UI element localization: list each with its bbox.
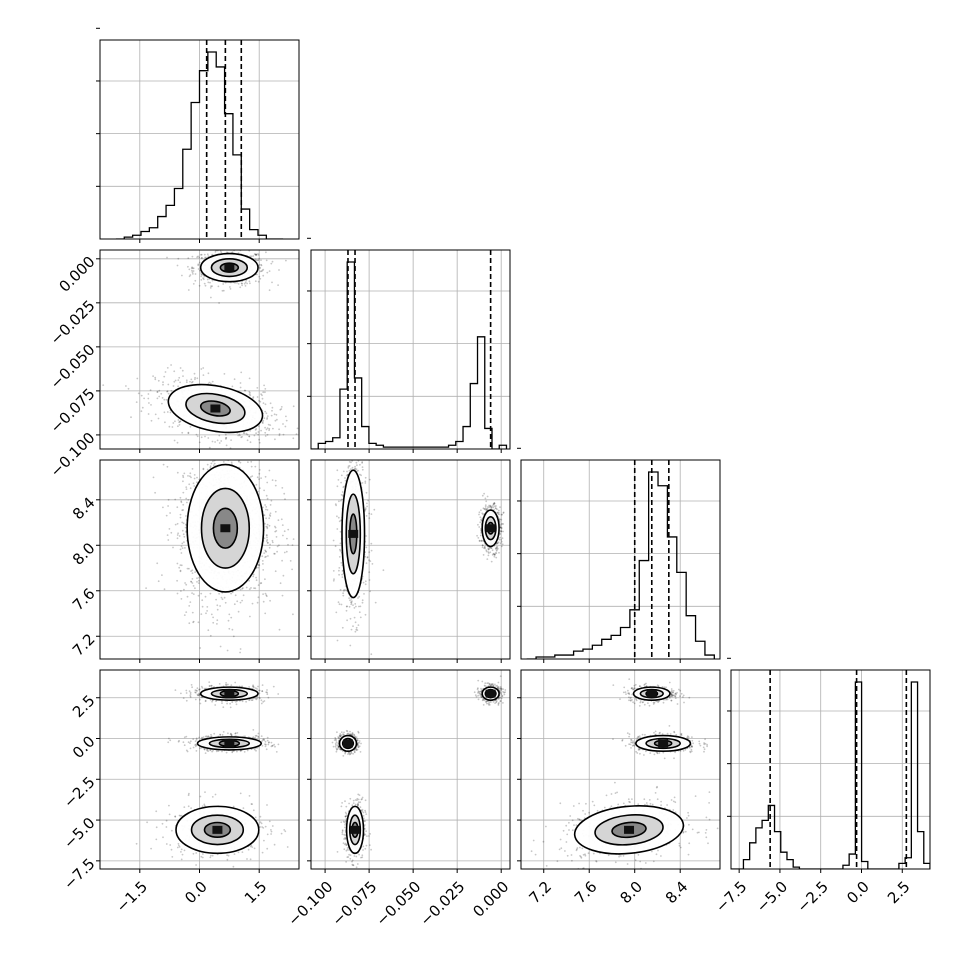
- x-tick-label: −0.050: [372, 878, 424, 930]
- scatter-panel-p0-p3: [100, 670, 304, 874]
- x-tick-label: −5.0: [753, 878, 791, 916]
- y-tick-label: −0.100: [47, 429, 99, 481]
- histogram-steps: [311, 262, 506, 449]
- density-peak: [647, 690, 657, 698]
- x-tick-label: 0.000: [469, 878, 512, 921]
- histogram-panel-p0: [100, 28, 299, 239]
- panel-frame: [311, 250, 510, 449]
- density-peak: [486, 690, 496, 698]
- y-tick-label: 8.4: [69, 494, 99, 524]
- scatter-panel-p1-p3: [311, 670, 510, 869]
- y-tick-label: 7.2: [69, 630, 99, 660]
- density-peak: [212, 826, 222, 834]
- x-tick-label: −1.5: [113, 878, 151, 916]
- x-tick-label: −0.100: [284, 878, 336, 930]
- y-tick-label: 8.0: [69, 539, 99, 569]
- y-tick-label: 0.000: [55, 253, 98, 296]
- panel-frame: [311, 670, 510, 869]
- x-tick-label: 8.4: [662, 878, 692, 908]
- y-tick-label: 2.5: [69, 692, 99, 722]
- scatter-panel-p1-p2: [311, 402, 510, 660]
- y-tick-label: 7.6: [69, 585, 99, 615]
- histogram-panel-p3: [731, 658, 930, 869]
- x-tick-label: 0.0: [181, 878, 211, 908]
- y-tick-label: −7.5: [60, 855, 98, 893]
- panel-frame: [731, 670, 930, 869]
- histogram-panel-p1: [311, 238, 510, 449]
- histogram-steps: [527, 472, 715, 659]
- scatter-panel-p2-p3: [521, 670, 739, 875]
- panel-frame: [311, 460, 510, 659]
- y-tick-label: −0.075: [47, 385, 99, 437]
- x-tick-label: 7.2: [525, 878, 555, 908]
- x-tick-label: 7.6: [571, 878, 601, 908]
- density-peak: [224, 739, 234, 747]
- y-tick-label: −5.0: [60, 814, 98, 852]
- density-peak: [348, 530, 358, 538]
- density-peak: [624, 826, 634, 834]
- density-peak: [486, 524, 496, 532]
- histogram-panel-p2: [521, 448, 720, 659]
- scatter-panel-p0-p1: [100, 238, 305, 451]
- density-peak: [224, 264, 234, 272]
- y-tick-label: −2.5: [60, 773, 98, 811]
- density-peak: [220, 524, 230, 532]
- x-tick-label: 2.5: [884, 878, 914, 908]
- x-tick-label: 1.5: [241, 878, 271, 908]
- histogram-steps: [731, 682, 930, 869]
- x-tick-label: −0.025: [416, 878, 468, 930]
- y-tick-label: −0.050: [47, 341, 99, 393]
- x-tick-label: −0.075: [328, 878, 380, 930]
- density-peak: [350, 826, 360, 834]
- x-tick-label: 8.0: [616, 878, 646, 908]
- y-tick-label: −0.025: [47, 297, 99, 349]
- x-tick-label: −2.5: [794, 878, 832, 916]
- x-tick-label: −7.5: [712, 878, 750, 916]
- density-peak: [224, 690, 234, 698]
- density-peak: [658, 739, 668, 747]
- x-tick-label: 0.0: [843, 878, 873, 908]
- y-tick-label: 0.0: [69, 732, 99, 762]
- density-peak: [343, 739, 353, 747]
- density-peak: [210, 404, 220, 412]
